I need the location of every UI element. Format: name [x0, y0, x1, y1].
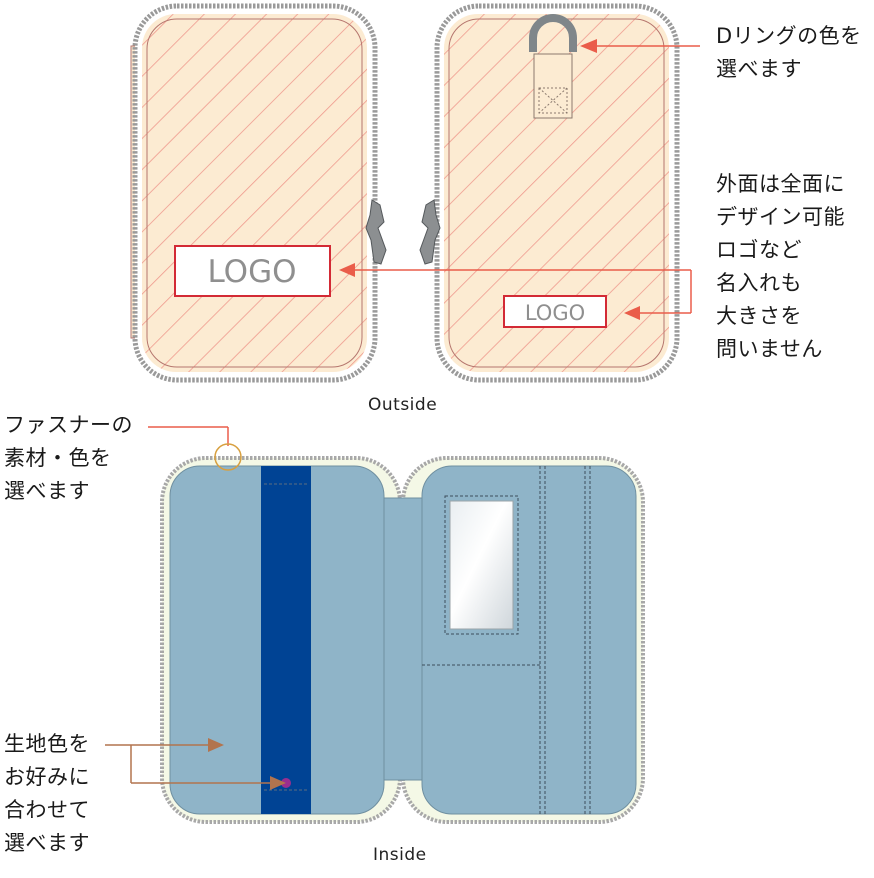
- fabric-annotation-line: 合わせて: [4, 798, 90, 822]
- fabric-arrowhead-top: [208, 738, 224, 752]
- exterior-annotation-line: ロゴなど: [716, 238, 802, 262]
- d-ring: [529, 14, 577, 52]
- logo-text-small: LOGO: [525, 301, 585, 325]
- zipper-highlight-circle: [214, 443, 242, 471]
- d-ring-annotation-line: Dリングの色を: [716, 24, 862, 48]
- exterior-annotation: 外面は全面に デザイン可能 ロゴなど 名入れも 大きさを 問いません: [716, 168, 845, 366]
- inside-view: [160, 456, 645, 824]
- inside-caption: Inside: [373, 845, 427, 865]
- d-ring-annotation-line: 選べます: [716, 57, 802, 81]
- fabric-annotation-line: 生地色を: [4, 732, 90, 756]
- logo-box-large: [174, 245, 331, 297]
- fabric-arrowhead-bottom: [270, 776, 286, 790]
- exterior-annotation-line: 大きさを: [716, 304, 802, 328]
- d-ring-tab-stitch: [538, 87, 568, 114]
- fabric-annotation-line: お好みに: [4, 765, 90, 789]
- fabric-annotation: 生地色を お好みに 合わせて 選べます: [4, 728, 90, 860]
- exterior-annotation-line: 外面は全面に: [716, 172, 845, 196]
- zipper-pulls: [365, 199, 441, 265]
- outside-right-panel: LOGO: [434, 3, 680, 383]
- outer-fabric-right: [444, 14, 669, 372]
- seam-left: [146, 18, 363, 368]
- d-ring-tab: [533, 53, 573, 119]
- zipper-annotation-line: 素材・色を: [4, 446, 112, 470]
- zipper-annotation: ファスナーの 素材・色を 選べます: [4, 409, 133, 508]
- zipper-annotation-line: ファスナーの: [4, 413, 133, 437]
- exterior-arrowhead-large: [339, 263, 355, 277]
- inner-band: [261, 466, 311, 814]
- exterior-annotation-line: デザイン可能: [716, 205, 845, 229]
- zipper-pull-right: [419, 199, 441, 265]
- fabric-annotation-line: 選べます: [4, 831, 90, 855]
- exterior-annotation-line: 名入れも: [716, 271, 802, 295]
- logo-box-small: [503, 295, 607, 328]
- outside-caption: Outside: [368, 395, 438, 415]
- d-ring-arrowhead: [580, 39, 597, 53]
- leader-lines: [105, 39, 700, 790]
- outer-fabric-left: [142, 14, 367, 372]
- logo-text-large: LOGO: [208, 254, 297, 290]
- outside-left-panel: LOGO: [130, 3, 378, 383]
- exterior-annotation-line: 問いません: [716, 337, 823, 361]
- exterior-arrowhead-small: [624, 306, 640, 320]
- zipper-pull-left: [365, 199, 387, 265]
- inside-spine: [383, 497, 423, 781]
- mirror: [449, 500, 514, 630]
- zipper-annotation-line: 選べます: [4, 479, 90, 503]
- d-ring-annotation: Dリングの色を 選べます: [716, 20, 862, 86]
